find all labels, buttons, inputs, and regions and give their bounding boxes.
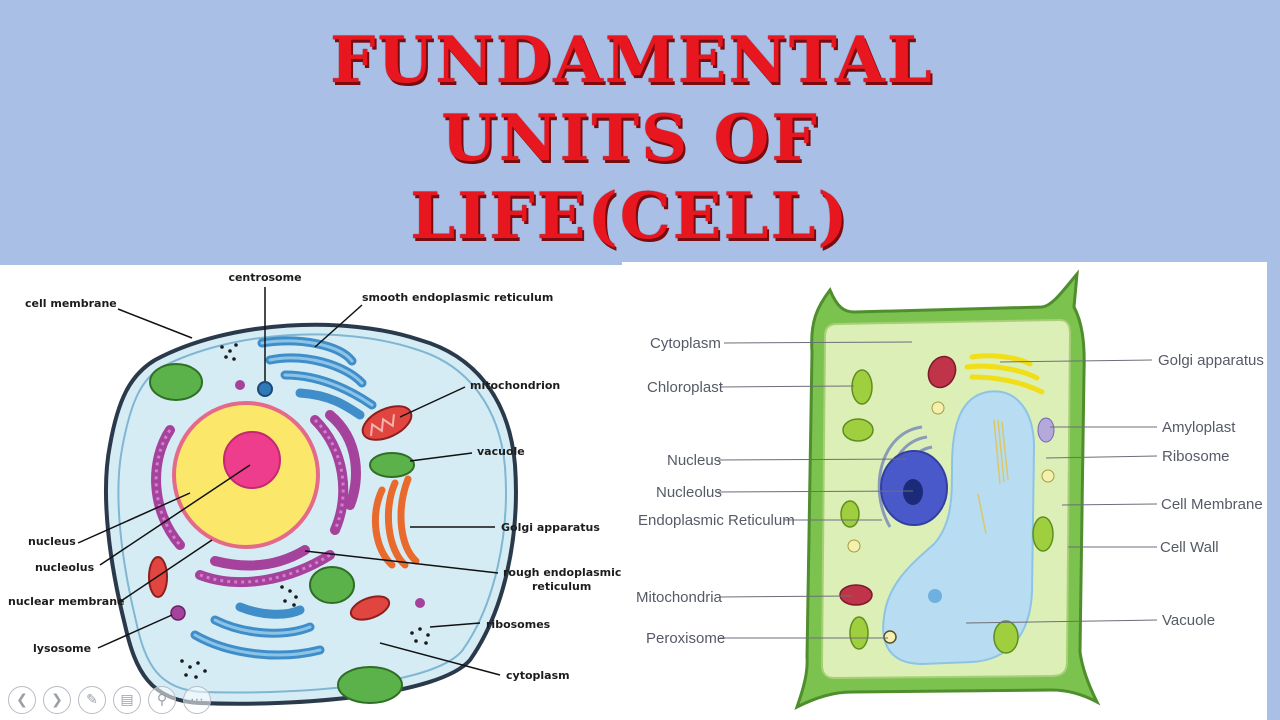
label-nuclear-membrane: nuclear membrane — [8, 595, 125, 608]
more-icon[interactable]: ⋯ — [183, 686, 211, 714]
plant-label-peroxisome: Peroxisome — [646, 630, 725, 647]
slide-title: FUNDAMENTAL UNITS OF LIFE(CELL) — [330, 22, 934, 256]
plant-vacuole-shape — [882, 390, 1036, 666]
centrosome-shape — [257, 381, 273, 397]
label-ribosomes: ribosomes — [486, 618, 551, 631]
vacuole-shape-3 — [309, 566, 355, 604]
nucleolus-shape — [223, 431, 281, 489]
plant-label-cell-wall: Cell Wall — [1160, 539, 1219, 556]
animal-cell-panel: centrosome cell membrane smooth endoplas… — [0, 265, 622, 720]
plant-label-mitochondria: Mitochondria — [636, 589, 723, 606]
plant-label-ribosome: Ribosome — [1162, 448, 1230, 465]
label-lysosome: lysosome — [33, 642, 91, 655]
chevron-left-icon[interactable]: ❮ — [8, 686, 36, 714]
label-nucleolus: nucleolus — [35, 561, 95, 574]
lysosome-shape — [170, 605, 186, 621]
animal-cell-diagram: centrosome cell membrane smooth endoplas… — [8, 271, 621, 706]
plant-label-amyloplast: Amyloplast — [1162, 419, 1236, 436]
vacuole-shape-1 — [149, 363, 203, 401]
title-line-1: FUNDAMENTAL — [330, 23, 934, 98]
vacuole-shape-2 — [369, 452, 415, 478]
plant-chloroplasts — [840, 369, 1054, 654]
plant-mitochondrion-2 — [839, 584, 873, 606]
label-rough-er-2: reticulum — [532, 580, 591, 593]
label-vacuole: vacuole — [477, 445, 525, 458]
plant-label-vacuole: Vacuole — [1162, 612, 1215, 629]
plant-label-chloroplast: Chloroplast — [647, 379, 724, 396]
plant-amyloplast-shape — [1037, 417, 1055, 443]
label-nucleus: nucleus — [28, 535, 76, 548]
plant-golgi-shape — [964, 353, 1045, 395]
slides-icon[interactable]: ▤ — [113, 686, 141, 714]
plant-nucleolus-shape — [903, 479, 923, 505]
plant-label-er: Endoplasmic Reticulum — [638, 512, 795, 529]
plant-cell-panel: Cytoplasm Chloroplast Nucleus Nucleolus … — [622, 262, 1267, 720]
ribosome-dots — [180, 343, 430, 679]
label-smooth-er: smooth endoplasmic reticulum — [362, 291, 553, 304]
plant-label-golgi: Golgi apparatus — [1158, 352, 1264, 369]
label-cytoplasm: cytoplasm — [506, 669, 570, 682]
title-line-2: UNITS OF — [441, 101, 819, 176]
label-golgi: Golgi apparatus — [501, 521, 600, 534]
plant-label-cytoplasm: Cytoplasm — [650, 335, 721, 352]
vacuole-shape-4 — [337, 666, 403, 704]
plant-label-nucleolus: Nucleolus — [656, 484, 722, 501]
plant-peroxisome-shape — [883, 630, 897, 644]
chevron-right-icon[interactable]: ❯ — [43, 686, 71, 714]
label-mitochondrion: mitochondrion — [470, 379, 560, 392]
slideshow-toolbar: ❮ ❯ ✎ ▤ ⚲ ⋯ — [8, 686, 211, 714]
plant-label-cell-membrane: Cell Membrane — [1161, 496, 1263, 513]
label-rough-er-1: rough endoplasmic — [503, 566, 621, 579]
pen-icon[interactable]: ✎ — [78, 686, 106, 714]
plant-label-nucleus: Nucleus — [667, 452, 721, 469]
zoom-icon[interactable]: ⚲ — [148, 686, 176, 714]
label-centrosome: centrosome — [228, 271, 301, 284]
animal-cell-membrane-inner — [117, 333, 507, 694]
plant-cell-diagram: Cytoplasm Chloroplast Nucleus Nucleolus … — [636, 269, 1264, 710]
title-line-3: LIFE(CELL) — [410, 179, 850, 254]
mitochondrion-shape-3 — [349, 595, 391, 621]
label-cell-membrane: cell membrane — [25, 297, 117, 310]
plant-mitochondrion-1 — [927, 355, 957, 389]
